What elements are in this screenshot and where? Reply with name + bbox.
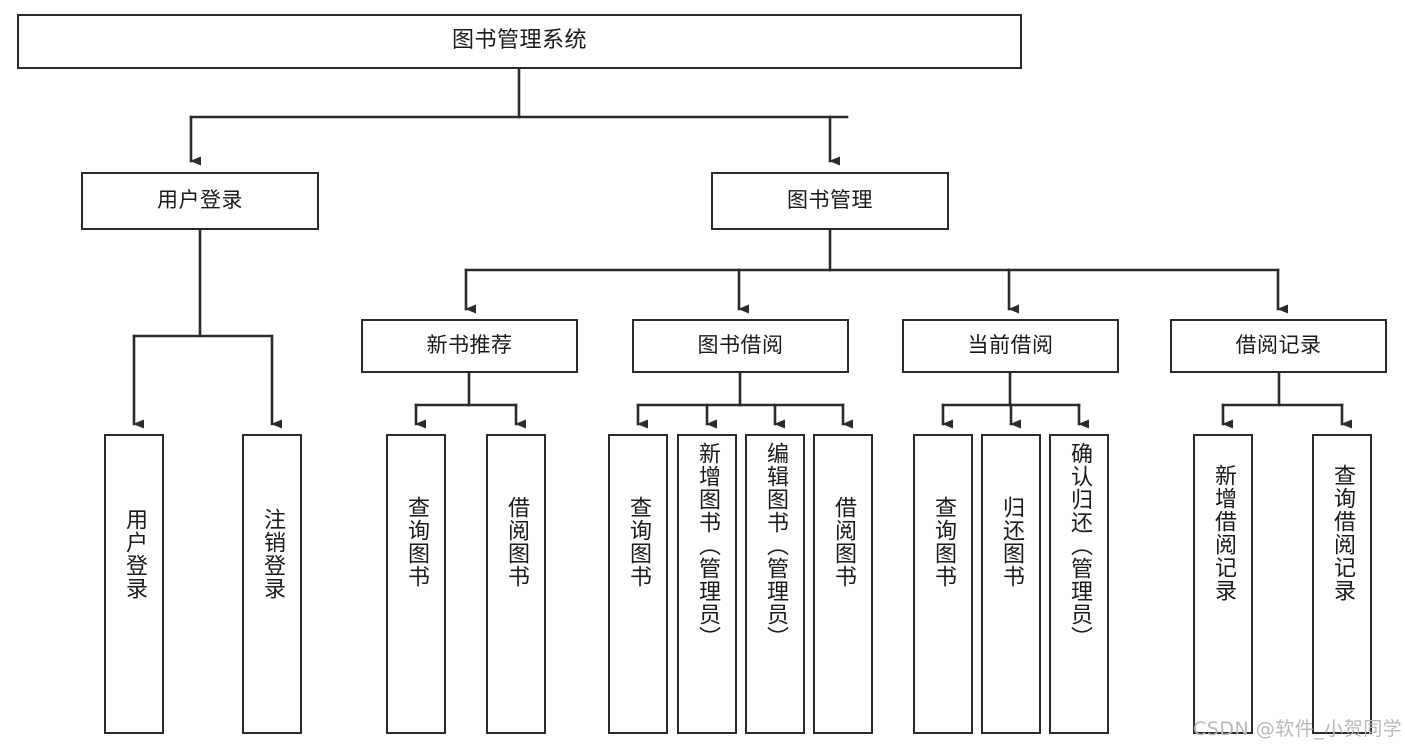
node-leaf-add-borrow-record[interactable]: 新增借阅记录 xyxy=(1193,434,1253,734)
connector-borrowrecord-to-leaves xyxy=(1221,371,1352,429)
connector-bookborrow-to-leaves xyxy=(636,371,853,429)
node-leaf-borrow-book[interactable]: 借阅图书 xyxy=(813,434,873,734)
node-label: 归还图书 xyxy=(999,496,1024,588)
node-label: 查询图书 xyxy=(404,496,429,588)
node-leaf-query-book-borrow[interactable]: 查询图书 xyxy=(608,434,668,734)
node-label: 新增借阅记录 xyxy=(1211,464,1236,602)
node-root-system[interactable]: 图书管理系统 xyxy=(17,14,1022,69)
node-label: 当前借阅 xyxy=(967,333,1054,358)
node-label: 图书借阅 xyxy=(697,333,784,358)
node-label: 确认归还（管理员） xyxy=(1067,442,1092,649)
node-book-management[interactable]: 图书管理 xyxy=(711,172,949,230)
node-label: 图书管理 xyxy=(787,188,873,213)
node-leaf-user-login[interactable]: 用户登录 xyxy=(104,434,164,734)
node-label: 查询图书 xyxy=(931,496,956,588)
node-current-borrow[interactable]: 当前借阅 xyxy=(902,319,1119,373)
node-label: 借阅图书 xyxy=(831,496,856,588)
connector-newbookrec-to-leaves xyxy=(414,371,526,429)
node-label: 查询图书 xyxy=(626,496,651,588)
node-leaf-add-book-admin[interactable]: 新增图书（管理员） xyxy=(677,434,737,734)
connector-userlogin-to-leaves xyxy=(132,228,282,429)
node-leaf-borrow-book-rec[interactable]: 借阅图书 xyxy=(486,434,546,734)
node-label: 查询借阅记录 xyxy=(1330,464,1355,602)
node-borrow-record[interactable]: 借阅记录 xyxy=(1170,319,1387,373)
node-leaf-query-book-current[interactable]: 查询图书 xyxy=(913,434,973,734)
node-leaf-confirm-return-admin[interactable]: 确认归还（管理员） xyxy=(1049,434,1109,734)
connector-root-to-level2 xyxy=(189,67,849,166)
node-leaf-query-borrow-record[interactable]: 查询借阅记录 xyxy=(1312,434,1372,734)
node-leaf-query-book-rec[interactable]: 查询图书 xyxy=(386,434,446,734)
node-label: 用户登录 xyxy=(157,188,243,213)
node-label: 新书推荐 xyxy=(426,333,513,358)
connector-currentborrow-to-leaves xyxy=(941,371,1089,429)
node-new-book-recommend[interactable]: 新书推荐 xyxy=(361,319,578,373)
node-label: 借阅图书 xyxy=(504,496,529,588)
node-label: 注销登录 xyxy=(260,508,285,600)
node-leaf-edit-book-admin[interactable]: 编辑图书（管理员） xyxy=(745,434,805,734)
connector-bookmanage-to-level3 xyxy=(464,228,1288,314)
node-label: 借阅记录 xyxy=(1235,333,1322,358)
node-leaf-user-logout[interactable]: 注销登录 xyxy=(242,434,302,734)
node-leaf-return-book[interactable]: 归还图书 xyxy=(981,434,1041,734)
node-book-borrow[interactable]: 图书借阅 xyxy=(632,319,849,373)
node-label: 图书管理系统 xyxy=(451,28,587,54)
node-label: 编辑图书（管理员） xyxy=(763,442,788,649)
node-user-login[interactable]: 用户登录 xyxy=(81,172,319,230)
node-label: 新增图书（管理员） xyxy=(695,442,720,649)
node-label: 用户登录 xyxy=(122,508,147,600)
